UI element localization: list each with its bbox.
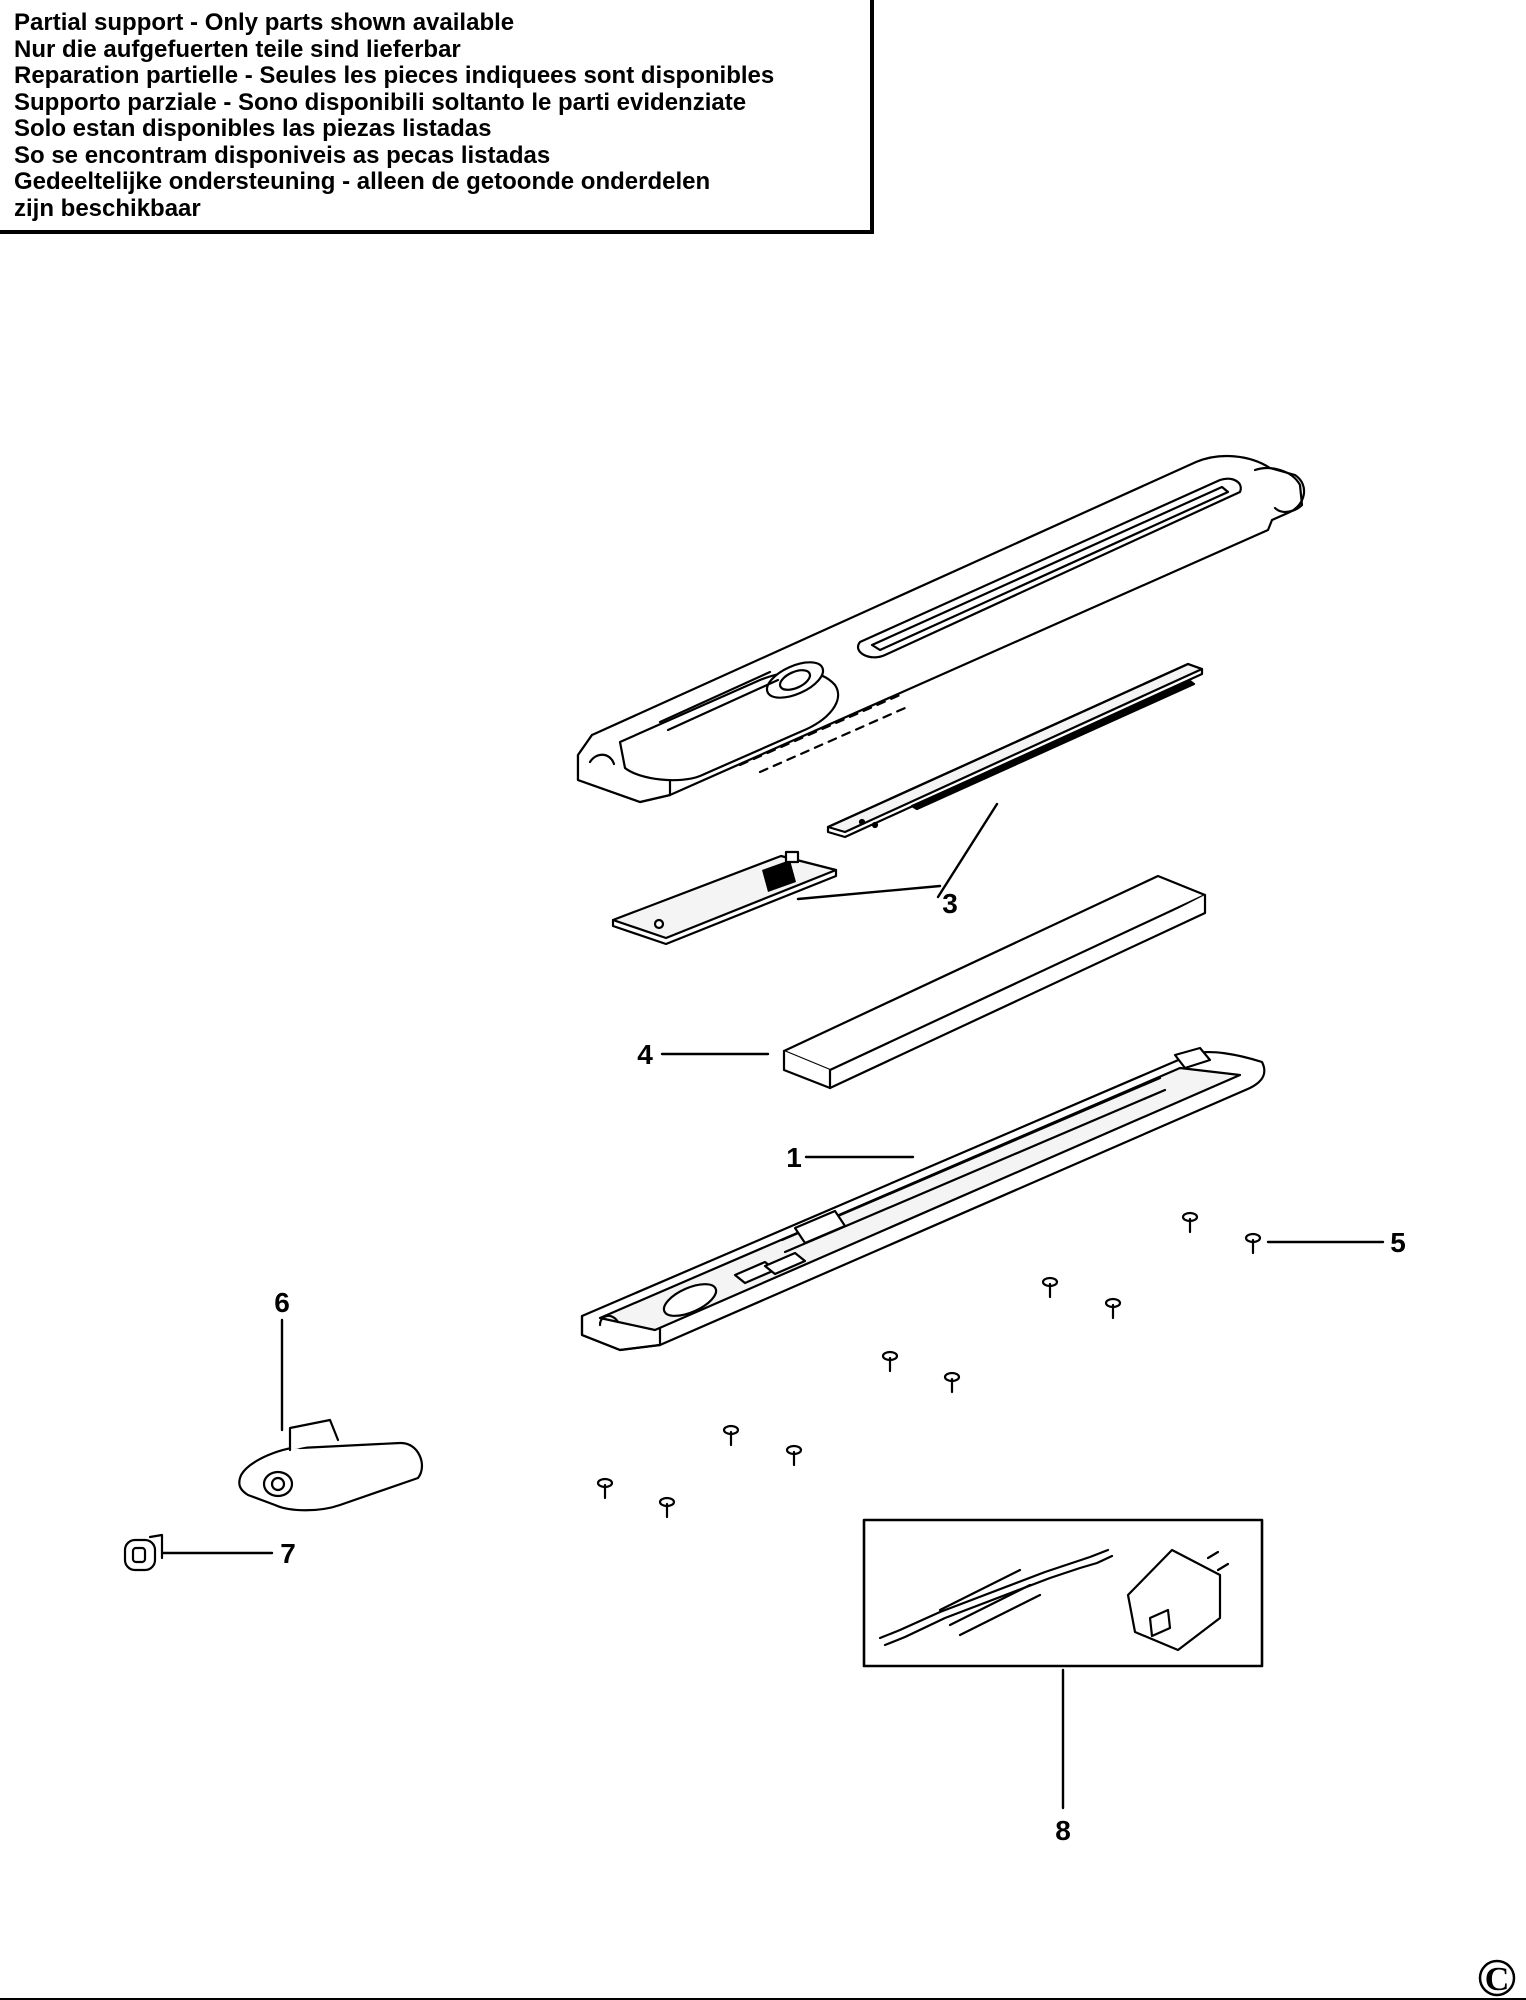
- battery-pack: [782, 874, 1207, 1090]
- leader-line-3b: [796, 884, 942, 901]
- copyright-letter: C: [1485, 1961, 1510, 1998]
- callout-3: 3: [942, 888, 958, 919]
- screw: [1244, 1232, 1262, 1255]
- notice-line: Partial support - Only parts shown avail…: [14, 9, 515, 36]
- screw: [1181, 1211, 1199, 1234]
- copyright-mark: C: [1478, 1959, 1516, 1998]
- screw: [658, 1496, 676, 1519]
- screw: [943, 1371, 961, 1394]
- callout-8: 8: [1055, 1815, 1071, 1846]
- notice-line: zijn beschikbaar: [14, 194, 201, 222]
- availability-notice: Partial support - Only parts shown avail…: [0, 0, 874, 234]
- notice-line: Nur die aufgefuerten teile sind lieferba…: [14, 35, 461, 63]
- notice-line: Gedeeltelijke ondersteuning - alleen de …: [14, 168, 711, 195]
- leader-line-3a: [936, 802, 999, 899]
- switch-knob: [123, 1533, 164, 1572]
- screws: [596, 1211, 1262, 1519]
- end-cap: [238, 1418, 424, 1512]
- screw: [881, 1350, 899, 1373]
- callout-6: 6: [274, 1287, 290, 1318]
- control-board: [611, 850, 838, 946]
- callout-7: 7: [280, 1538, 296, 1569]
- base-housing: [580, 1046, 1266, 1352]
- notice-line: Supporto parziale - Sono disponibili sol…: [14, 88, 747, 116]
- screw: [1104, 1297, 1122, 1320]
- callout-1: 1: [786, 1142, 802, 1173]
- notice-line: So se encontram disponiveis as pecas lis…: [14, 141, 551, 169]
- screw: [596, 1477, 614, 1500]
- screw: [1041, 1276, 1059, 1299]
- top-housing: [576, 455, 1306, 804]
- screw: [785, 1444, 803, 1467]
- callout-5: 5: [1390, 1227, 1406, 1258]
- notice-line: Reparation partielle - Seules les pieces…: [14, 62, 775, 89]
- leader-lines: [161, 802, 1385, 1810]
- charger-kit: [862, 1518, 1264, 1668]
- led-board: [826, 662, 1204, 839]
- notice-line: Solo estan disponibles las piezas listad…: [14, 115, 492, 142]
- screw: [722, 1424, 740, 1447]
- callout-4: 4: [637, 1039, 653, 1070]
